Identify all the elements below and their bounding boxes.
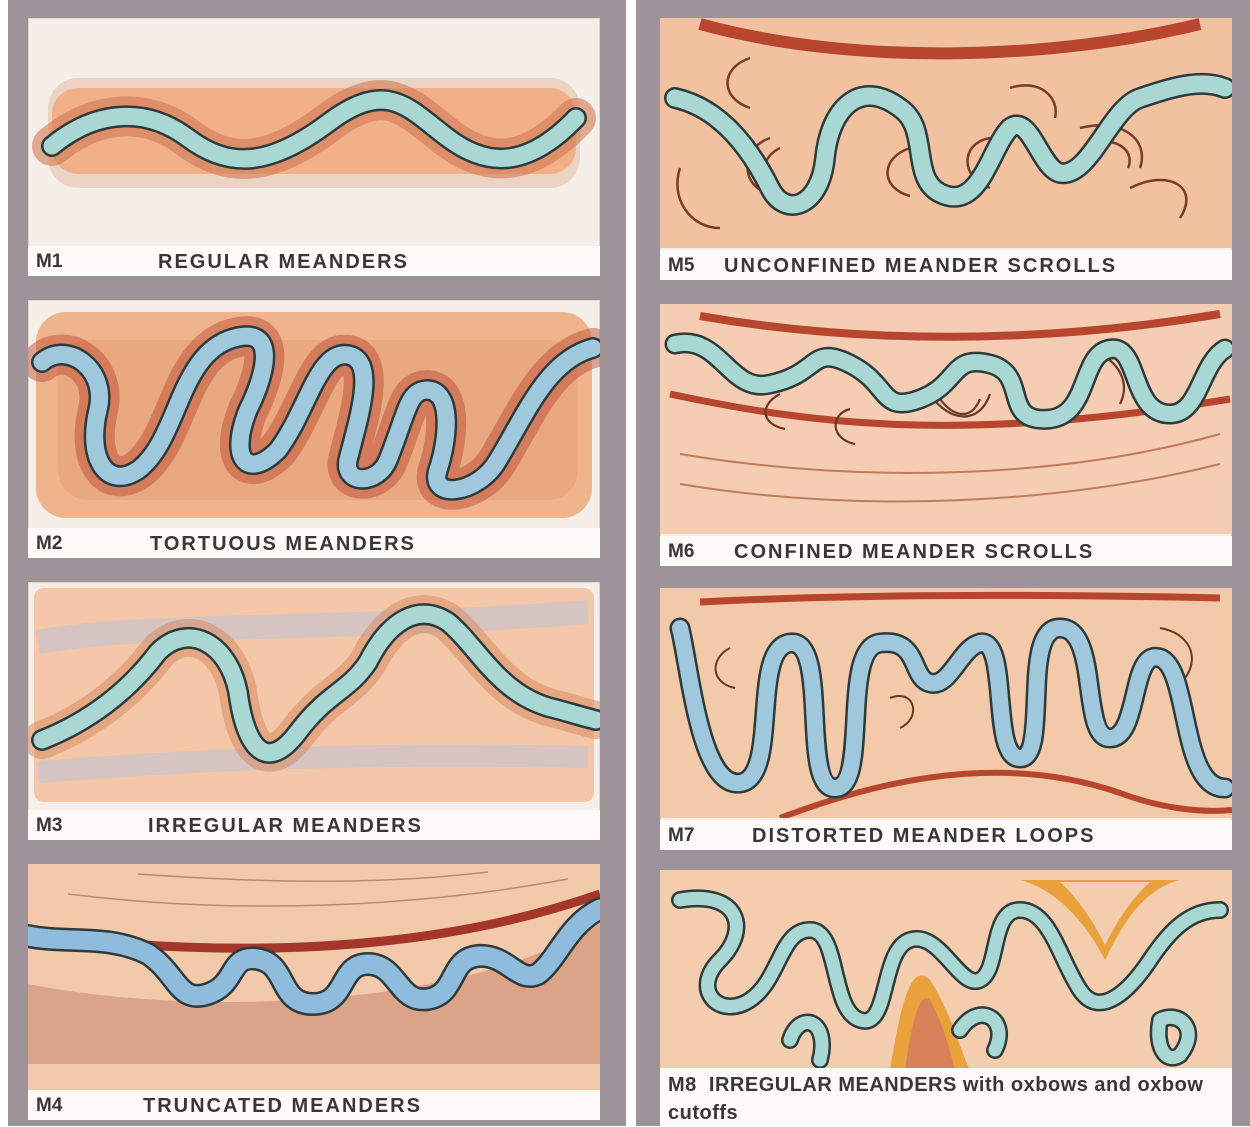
panel-label: TRUNCATED MEANDERS [143, 1095, 422, 1118]
panel-code: M2 [36, 533, 62, 555]
panel-code: M5 [668, 255, 694, 277]
caption-m7: M7 DISTORTED MEANDER LOOPS [660, 820, 1232, 850]
panel-label: UNCONFINED MEANDER SCROLLS [724, 255, 1117, 278]
caption-m3: M3 IRREGULAR MEANDERS [28, 810, 600, 840]
panel-code: M7 [668, 825, 694, 847]
column-gutter [626, 0, 636, 1126]
caption-m6: M6 CONFINED MEANDER SCROLLS [660, 536, 1232, 566]
panel-m4: M4 TRUNCATED MEANDERS [28, 864, 600, 1120]
m6-illustration [660, 304, 1232, 534]
m7-illustration [660, 588, 1232, 818]
panel-label: TORTUOUS MEANDERS [150, 533, 416, 556]
caption-m1: M1 REGULAR MEANDERS [28, 246, 600, 276]
panel-label-text: IRREGULAR MEANDERS with oxbows and oxbow… [668, 1074, 1203, 1124]
m4-illustration [28, 864, 600, 1090]
panel-code: M3 [36, 815, 62, 837]
panel-label: M8 IRREGULAR MEANDERS with oxbows and ox… [668, 1071, 1226, 1127]
m1-illustration [28, 18, 600, 244]
panel-m7: M7 DISTORTED MEANDER LOOPS [660, 588, 1232, 850]
panel-m8: M8 IRREGULAR MEANDERS with oxbows and ox… [660, 870, 1232, 1126]
panel-m3: M3 IRREGULAR MEANDERS [28, 582, 600, 840]
panel-m6: M6 CONFINED MEANDER SCROLLS [660, 304, 1232, 566]
panel-label: REGULAR MEANDERS [158, 251, 409, 274]
panel-label: IRREGULAR MEANDERS [148, 815, 423, 838]
panel-code: M6 [668, 541, 694, 563]
m5-illustration [660, 18, 1232, 248]
caption-m8: M8 IRREGULAR MEANDERS with oxbows and ox… [660, 1068, 1232, 1126]
m8-illustration [660, 870, 1232, 1070]
panel-code: M8 [668, 1074, 697, 1096]
m3-illustration [28, 582, 600, 808]
panel-code: M1 [36, 251, 62, 273]
panel-label: CONFINED MEANDER SCROLLS [734, 541, 1094, 564]
caption-m4: M4 TRUNCATED MEANDERS [28, 1090, 600, 1120]
panel-m1: M1 REGULAR MEANDERS [28, 18, 600, 276]
caption-m2: M2 TORTUOUS MEANDERS [28, 528, 600, 558]
panel-m2: M2 TORTUOUS MEANDERS [28, 300, 600, 558]
caption-m5: M5 UNCONFINED MEANDER SCROLLS [660, 250, 1232, 280]
panel-m5: M5 UNCONFINED MEANDER SCROLLS [660, 18, 1232, 280]
panel-code: M4 [36, 1095, 62, 1117]
m2-illustration [28, 300, 600, 526]
panel-label: DISTORTED MEANDER LOOPS [752, 825, 1095, 848]
